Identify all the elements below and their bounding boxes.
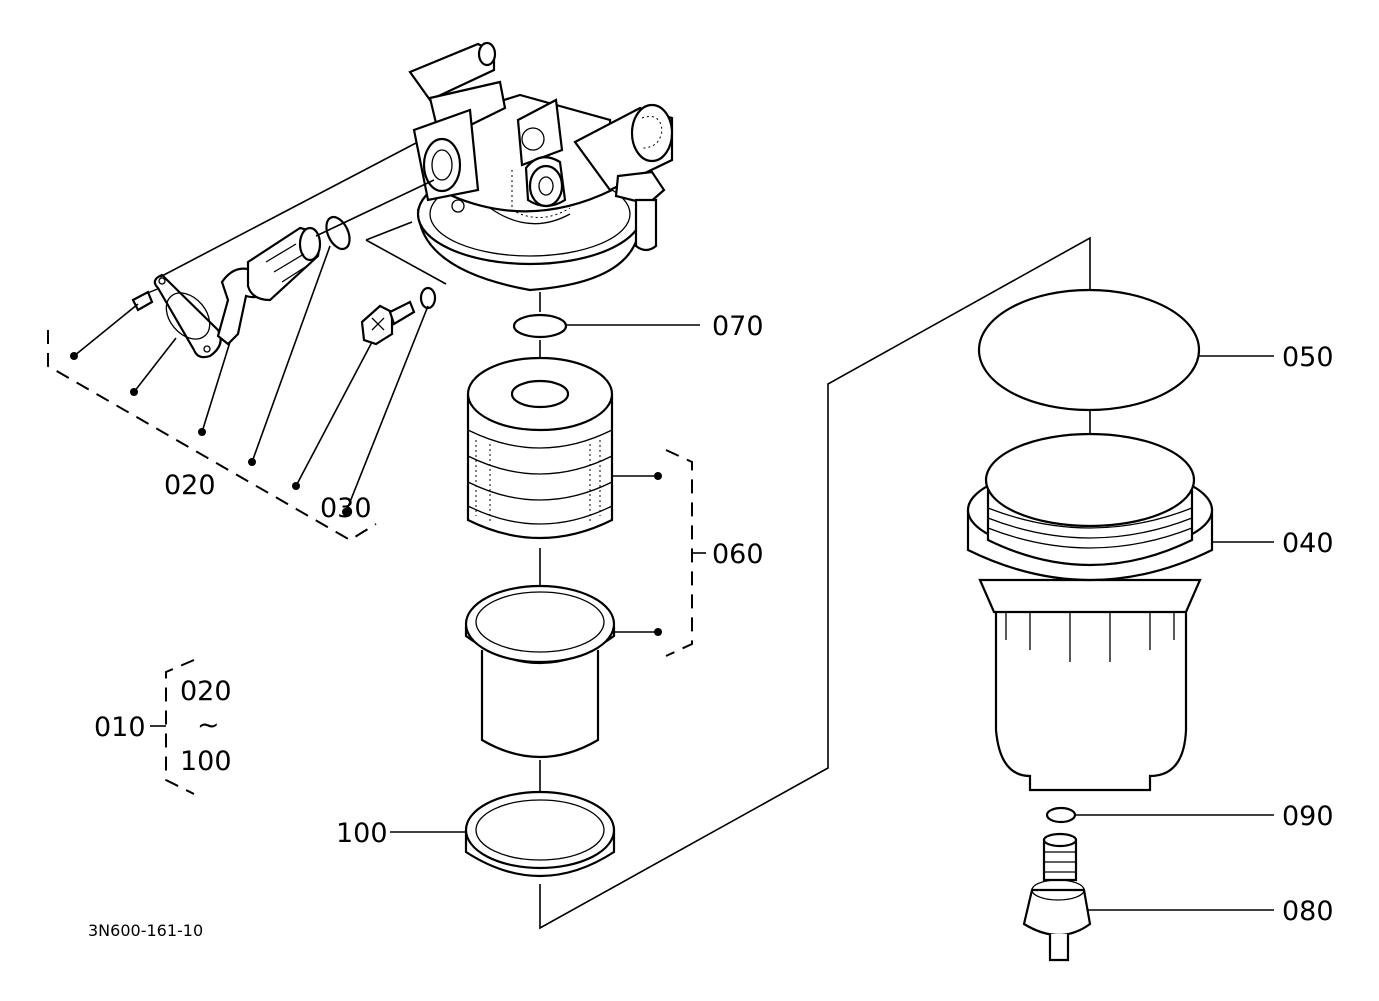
callout-040: 040: [1282, 528, 1334, 559]
callout-070: 070: [712, 311, 764, 342]
o-ring-070-part: [512, 313, 568, 339]
ref-dot: [342, 508, 350, 516]
range-tilde-label: ~: [197, 710, 220, 741]
callout-labels: 070 050 040 060 090 080 100 020 030 010 …: [88, 311, 1334, 940]
filter-cup-part: [464, 584, 616, 759]
o-ring-050-part: [977, 288, 1201, 412]
ring-100-part: [464, 790, 616, 877]
o-ring-small-left: [325, 215, 351, 251]
filter-element-060-part: [466, 356, 614, 539]
callout-030: 030: [320, 493, 372, 524]
callout-090: 090: [1282, 801, 1334, 832]
ref-dot: [248, 458, 256, 466]
ref-dot: [654, 628, 662, 636]
cock-valve-part: [216, 226, 322, 346]
callout-020: 020: [164, 470, 216, 501]
ref-dot: [292, 482, 300, 490]
bracket-010: [150, 659, 195, 795]
ref-dot: [130, 388, 138, 396]
callout-010: 010: [94, 712, 146, 743]
drain-bolt-part: [360, 300, 416, 346]
ref-dot: [198, 428, 206, 436]
ref-dot: [70, 352, 78, 360]
bowl-040-part: [966, 432, 1214, 792]
range-from-label: 020: [180, 676, 232, 707]
drain-plug-080-part: [1022, 832, 1092, 962]
filter-head-housing: [408, 41, 674, 292]
washer-small-part: [419, 286, 437, 310]
bracket-060: [612, 449, 706, 657]
range-to-label: 100: [180, 746, 232, 777]
callout-100: 100: [336, 818, 388, 849]
document-code: 3N600-161-10: [88, 921, 203, 940]
ref-dot: [654, 472, 662, 480]
leader-lines-labels: [390, 324, 1274, 911]
screw-part: [131, 287, 161, 312]
callout-050: 050: [1282, 342, 1334, 373]
gasket-plate-part: [153, 273, 222, 359]
callout-060: 060: [712, 539, 764, 570]
leader-lines-left-group: [47, 142, 447, 542]
callout-080: 080: [1282, 896, 1334, 927]
o-ring-090-part: [1045, 806, 1077, 824]
